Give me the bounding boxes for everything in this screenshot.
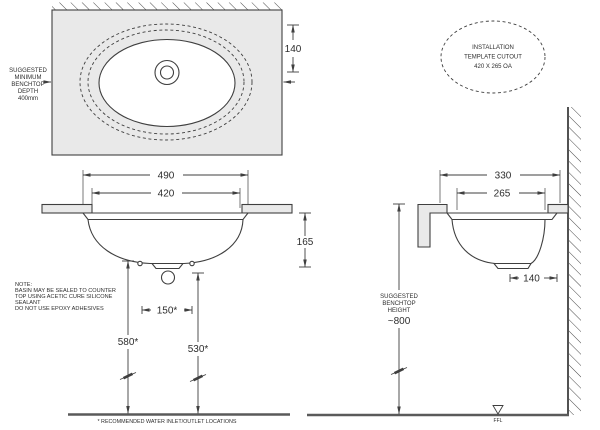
basin-rim-front (81, 212, 250, 221)
dim-overall-width: 490 (82, 171, 249, 182)
outlet-height-line: 530* (188, 272, 209, 414)
template-cutout-note: INSTALLATION TEMPLATE CUTOUT 420 X 265 O… (440, 20, 546, 94)
dim-overall-depth: 330 (439, 171, 561, 182)
rear-wall-hatch (52, 2, 282, 10)
benchtop-height-line: SUGGESTED BENCHTOP HEIGHT ~800 (380, 203, 418, 415)
ffl-triangle-icon (492, 405, 504, 415)
depth-note-line: SUGGESTED (9, 68, 47, 74)
installation-note: NOTE: BASIN MAY BE SEALED TO COUNTER TOP… (15, 282, 116, 312)
note-line: SEALANT (15, 300, 41, 306)
ffl-label: FFL (494, 418, 503, 424)
dim-cutout-depth-label: 265 (494, 189, 511, 200)
dim-cutout-depth: 265 (456, 189, 546, 200)
plan-view: 140 SUGGESTED MINIMUM BENCHTOP DEPTH 400… (9, 2, 302, 156)
dim-outlet-offset-label: 140 (523, 274, 540, 285)
depth-note-line: MINIMUM (15, 75, 42, 81)
basin-foot-side (492, 262, 532, 270)
benchtop-profile-side (417, 203, 448, 248)
height-note-line: BENCHTOP (382, 301, 415, 307)
dim-inlet-spacing: 150* (141, 306, 193, 317)
benchtop-wall-side (547, 203, 569, 214)
height-note-line: SUGGESTED (380, 294, 418, 300)
fixing-lug-left (137, 260, 143, 267)
side-view: 330 265 140 SUGGESTED BENCHTOP HEIGHT ~8… (307, 107, 581, 424)
note-line: DO NOT USE EPOXY ADHESIVES (15, 306, 104, 312)
dim-inlet-spacing-label: 150* (157, 306, 178, 317)
basin-rim-side (445, 212, 559, 221)
fixing-lug-right (189, 260, 195, 267)
note-line: BASIN MAY BE SEALED TO COUNTER (15, 288, 116, 294)
cutout-note-line: INSTALLATION (472, 45, 514, 51)
cutout-note-line: TEMPLATE CUTOUT (464, 55, 522, 61)
depth-note-line: 400mm (18, 96, 38, 102)
ffl-datum: FFL (492, 405, 504, 424)
depth-note-line: DEPTH (18, 89, 38, 95)
dim-benchtop-height-label: ~800 (388, 316, 411, 327)
basin-bowl-front (87, 218, 244, 265)
note-line: TOP USING ACETIC CURE SILICONE (15, 294, 113, 300)
basin-bowl-side (451, 218, 546, 265)
dim-inlet-height-label: 580* (118, 337, 139, 348)
waste-outlet-front (160, 270, 176, 285)
front-view: 490 420 165 580* (41, 170, 314, 416)
depth-note-line: BENCHTOP (11, 82, 44, 88)
dim-overall-width-label: 490 (158, 171, 175, 182)
template-cutout-outline-outer (79, 23, 253, 141)
dim-rear-offset: 140 (285, 24, 302, 73)
dim-cutout-width: 420 (91, 189, 241, 200)
footnote: * RECOMMENDED WATER INLET/OUTLET LOCATIO… (97, 419, 236, 425)
benchtop-depth-note: SUGGESTED MINIMUM BENCHTOP DEPTH 400mm (9, 68, 295, 102)
template-cutout-outline-inner (87, 29, 245, 135)
height-note-line: HEIGHT (388, 308, 411, 314)
dim-cutout-width-label: 420 (158, 189, 175, 200)
waste-outlet-inner (159, 65, 175, 80)
dim-bowl-depth: 165 (297, 212, 314, 268)
dim-bowl-depth-label: 165 (297, 237, 314, 248)
benchtop-right-front (241, 203, 293, 214)
dim-outlet-height-label: 530* (188, 344, 209, 355)
inlet-height-line: 580* (118, 260, 139, 414)
dim-overall-depth-label: 330 (495, 171, 512, 182)
cutout-note-bubble (440, 20, 546, 94)
cutout-note-line: 420 X 265 OA (474, 64, 512, 70)
benchtop-left-front (41, 203, 93, 214)
dim-rear-offset-label: 140 (285, 44, 302, 55)
wall-hatch (569, 107, 581, 415)
dim-outlet-offset: 140 (509, 274, 558, 285)
note-line: NOTE: (15, 282, 33, 288)
basin-foot-front (150, 262, 185, 270)
